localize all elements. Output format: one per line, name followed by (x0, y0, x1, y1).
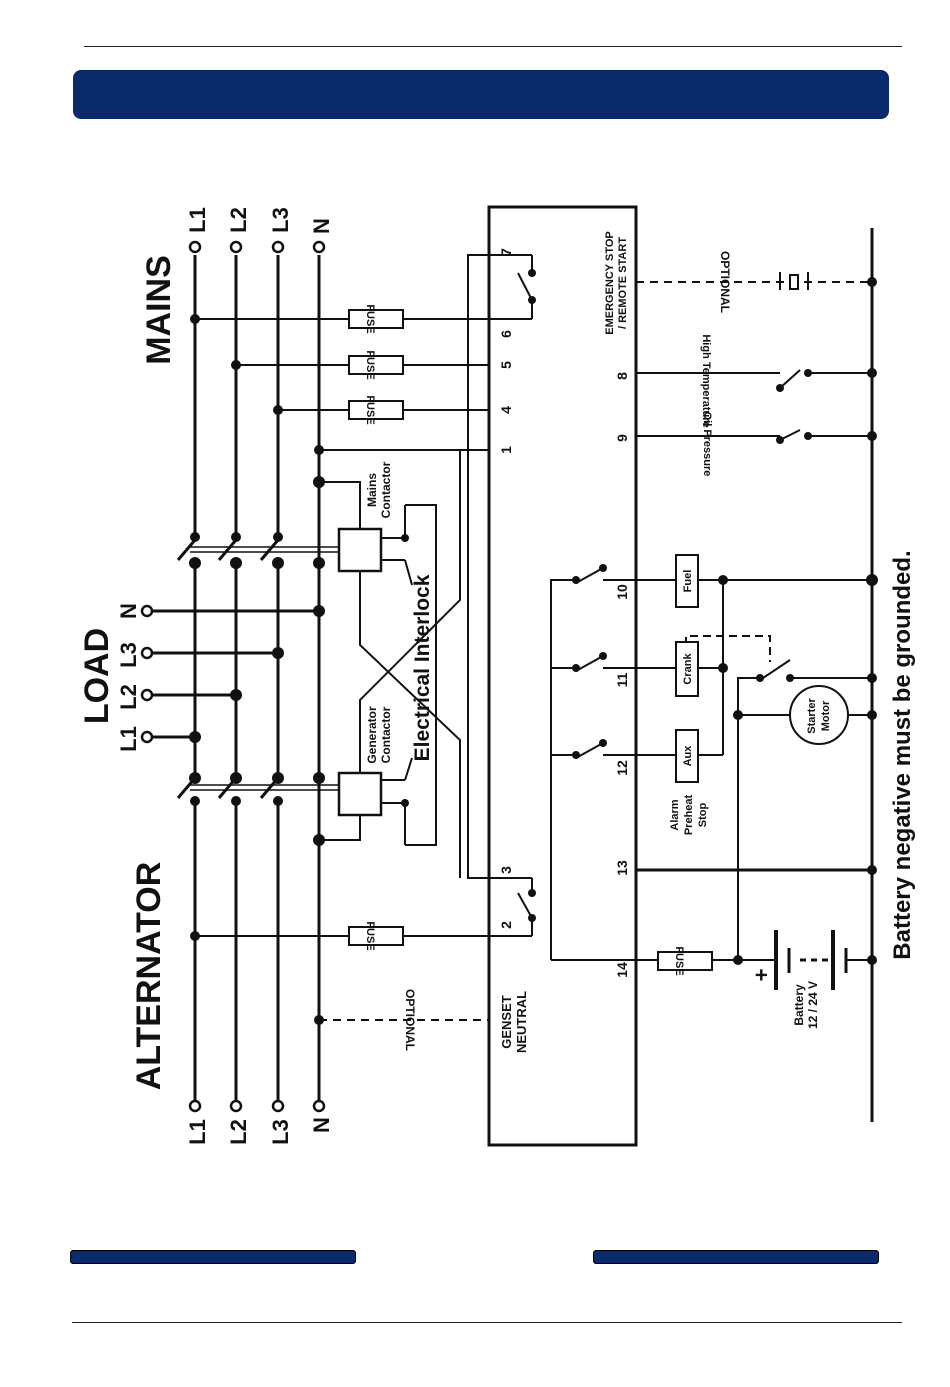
header-rule (84, 46, 902, 47)
terminal-10: 10 (614, 584, 630, 600)
fuel-output (675, 554, 699, 608)
aux-label: Aux (682, 745, 694, 767)
alarm-label-1: Alarm (669, 799, 681, 830)
alt-n-terminal (312, 1099, 326, 1113)
battery-plus: + (749, 969, 774, 982)
footer-bar-right (593, 1250, 879, 1264)
generator-contactor-label-1: Generator (365, 706, 379, 764)
mains-contactor-label-1: Mains (365, 473, 379, 507)
mains-n-label: N (309, 218, 334, 234)
load-n-terminal (140, 604, 154, 618)
terminal-6: 6 (498, 330, 514, 338)
alt-l2-terminal (229, 1099, 243, 1113)
mains-l3-label: L3 (268, 207, 293, 233)
mains-l2-terminal (229, 240, 243, 254)
load-n-label: N (116, 603, 141, 619)
alarm-label-2: Preheat (683, 794, 695, 835)
terminal-7: 7 (498, 248, 514, 256)
aux-output (675, 729, 699, 783)
mains-l1-terminal (188, 240, 202, 254)
alt-l1-label: L1 (185, 1119, 210, 1145)
fuse-l3 (348, 400, 404, 420)
terminal-12: 12 (614, 760, 630, 776)
battery-ground-note: Battery negative must be grounded. (889, 550, 916, 959)
mains-contact-l3 (259, 539, 280, 561)
genset-label-1: GENSET (499, 995, 514, 1049)
generator-contactor-label-2: Contactor (379, 706, 393, 763)
starter-motor (789, 685, 849, 745)
terminal-4: 4 (498, 406, 514, 414)
optional-estop-label: OPTIONAL (718, 251, 732, 313)
crank-output (675, 641, 699, 697)
terminal-11: 11 (614, 672, 630, 687)
mains-title: MAINS (140, 255, 178, 365)
load-l1-terminal (140, 730, 154, 744)
oil-pressure-label: Oil Pressure (701, 412, 713, 477)
terminal-5: 5 (498, 361, 514, 369)
fuel-label: Fuel (682, 570, 694, 593)
interlock-label: Electrical Interlock (411, 574, 434, 761)
mains-contactor-coil (337, 527, 383, 573)
mains-contact-l2 (217, 539, 238, 561)
emergency-label-2: / REMOTE START (617, 237, 629, 329)
load-l2-label: L2 (116, 684, 141, 710)
fuse-l2-label: FUSE (364, 350, 376, 379)
emergency-label-1: EMERGENCY STOP (604, 231, 616, 335)
fuse-l1 (348, 309, 404, 329)
genset-label-2: NEUTRAL (514, 991, 529, 1053)
battery-label-2: 12 / 24 V (806, 981, 820, 1029)
alt-l3-label: L3 (268, 1119, 293, 1145)
load-l3-terminal (140, 646, 154, 660)
starter-label-1: Starter (806, 698, 818, 734)
mains-contact-l1 (176, 539, 197, 561)
load-l2-terminal (140, 688, 154, 702)
mains-contactor-label-2: Contactor (379, 461, 393, 518)
controller-box (487, 205, 638, 1147)
terminal-2: 2 (498, 921, 514, 929)
starter-label-2: Motor (820, 700, 832, 731)
alt-l1-terminal (188, 1099, 202, 1113)
fuse-battery-label: FUSE (673, 946, 685, 975)
fuse-alt-label: FUSE (364, 921, 376, 950)
high-temp-label: High Temperature (700, 334, 712, 427)
terminal-8: 8 (614, 372, 630, 380)
mains-l3-terminal (271, 240, 285, 254)
emergency-button (789, 274, 799, 290)
fuse-l2 (348, 355, 404, 375)
mains-l1-label: L1 (185, 207, 210, 233)
alt-n-label: N (309, 1117, 334, 1133)
footer-bar-left (70, 1250, 356, 1264)
load-title: LOAD (78, 628, 116, 724)
footer-rule (72, 1322, 902, 1323)
load-l1-label: L1 (116, 726, 141, 752)
mains-l2-label: L2 (226, 207, 251, 233)
alarm-label-3: Stop (697, 803, 709, 828)
battery-label-1: Battery (792, 984, 806, 1026)
generator-contactor-coil (337, 771, 383, 817)
terminal-1: 1 (498, 446, 514, 454)
fuse-l3-label: FUSE (364, 395, 376, 424)
crank-label: Crank (682, 653, 694, 685)
load-l3-label: L3 (116, 642, 141, 668)
alt-l3-terminal (271, 1099, 285, 1113)
header-banner (73, 70, 889, 119)
terminal-14: 14 (614, 962, 630, 978)
terminal-13: 13 (614, 860, 630, 876)
optional-neutral-label: OPTIONAL (403, 989, 417, 1051)
terminal-9: 9 (614, 434, 630, 442)
fuse-alt-l1 (348, 926, 404, 946)
alt-l2-label: L2 (226, 1119, 251, 1145)
terminal-3: 3 (498, 866, 514, 874)
fuse-l1-label: FUSE (364, 304, 376, 333)
mains-n-terminal (312, 240, 326, 254)
alternator-title: ALTERNATOR (130, 862, 168, 1091)
